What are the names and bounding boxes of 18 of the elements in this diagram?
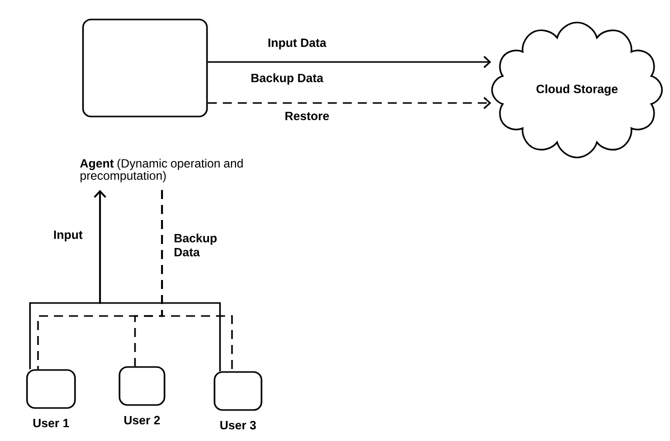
edge-label: Backup Data (174, 234, 217, 256)
dashed-line (161, 190, 233, 372)
user-box (214, 371, 262, 411)
dashed-arrow (208, 96, 492, 110)
node-label: Agent (Dynamic operation and precomputation) (80, 158, 243, 182)
user-label: User 3 (220, 420, 256, 430)
edge-label: Backup Data (251, 73, 324, 85)
arrow (94, 190, 221, 372)
user-box (26, 369, 76, 409)
user-label: User 2 (124, 416, 160, 424)
agent-box (82, 18, 208, 118)
cloud: Cloud Storage (491, 22, 663, 158)
edge-label: Input Data (268, 38, 326, 50)
user-label: User 1 (33, 418, 69, 428)
user-box (118, 366, 166, 406)
text-label: Restore (285, 112, 329, 120)
edge-label: Input (54, 230, 83, 242)
arrow (208, 56, 492, 68)
